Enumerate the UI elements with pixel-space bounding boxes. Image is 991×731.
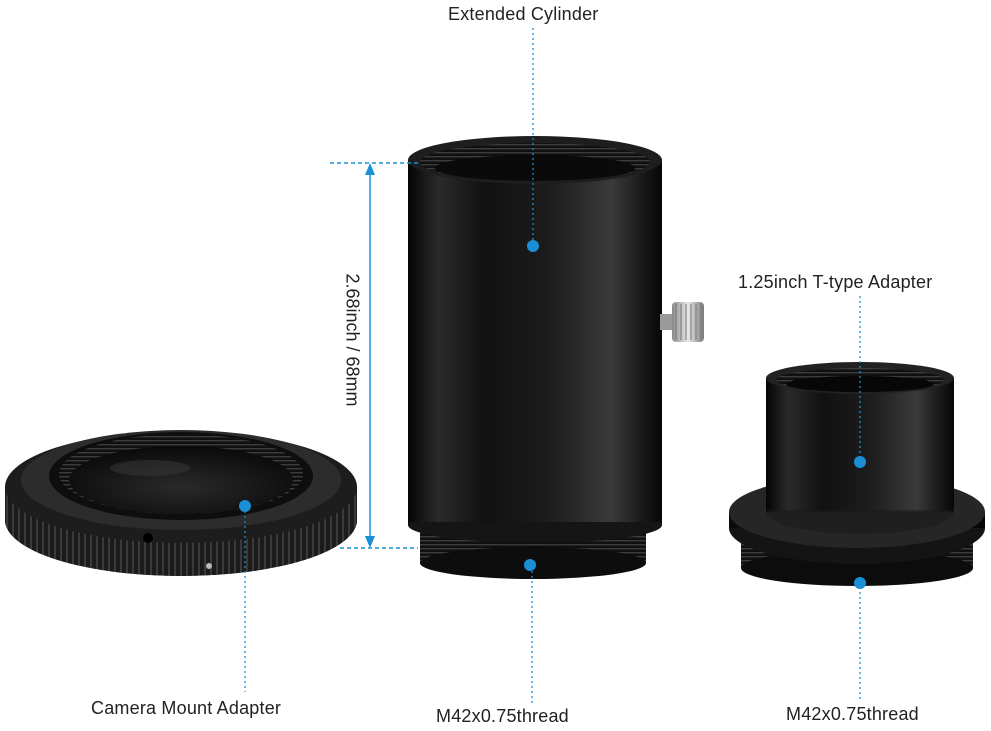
callout-dot-cylinder xyxy=(527,240,539,252)
screw-hole-icon xyxy=(143,533,153,543)
dimension-marker xyxy=(330,162,418,549)
callout-dot-thread-cylinder xyxy=(524,559,536,571)
label-t-type-adapter: 1.25inch T-type Adapter xyxy=(738,272,933,292)
t-type-adapter xyxy=(729,362,985,586)
callout-dots xyxy=(239,240,866,589)
callout-dot-camera-mount xyxy=(239,500,251,512)
camera-mount-adapter xyxy=(5,430,357,576)
callouts xyxy=(244,28,861,704)
label-dimension: 2.68inch / 68mm xyxy=(342,273,363,407)
label-extended-cylinder: Extended Cylinder xyxy=(448,4,599,24)
label-thread-cylinder: M42x0.75thread xyxy=(436,706,569,726)
callout-dot-thread-t-adapter xyxy=(854,577,866,589)
label-thread-t-adapter: M42x0.75thread xyxy=(786,704,919,724)
callout-dot-t-adapter xyxy=(854,456,866,468)
label-camera-mount-adapter: Camera Mount Adapter xyxy=(91,698,282,718)
extended-cylinder xyxy=(408,136,704,579)
